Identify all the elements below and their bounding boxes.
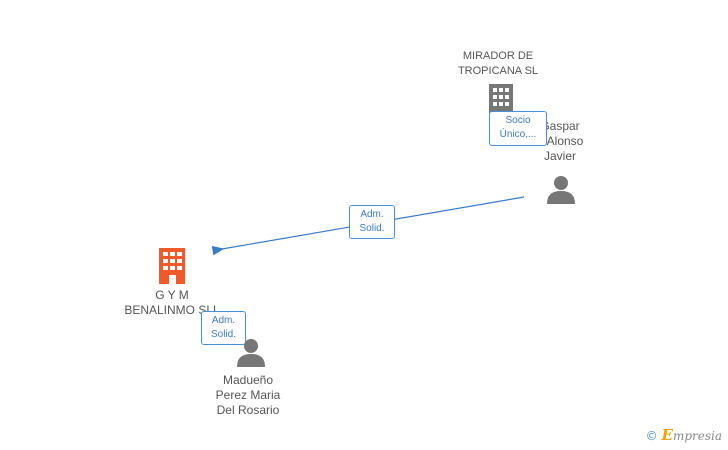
- edge-socio-line1: Socio: [505, 115, 531, 126]
- edge-adm1-line2: Solid.: [359, 223, 385, 234]
- edge-socio-line2: Único,...: [499, 129, 537, 140]
- copyright-symbol: ©: [645, 429, 658, 443]
- madueno-line3: Del Rosario: [216, 403, 280, 417]
- gym-line1: G Y M: [155, 288, 189, 302]
- edge-label-adm-2: Adm. Solid.: [201, 311, 246, 345]
- edge-label-socio: Socio Único,...: [489, 111, 547, 146]
- mirador-line1: MIRADOR DE: [462, 50, 534, 62]
- person-icon[interactable]: [546, 175, 576, 205]
- company-building-icon-main[interactable]: [157, 248, 187, 284]
- node-madueno-label: Madueño Perez Maria Del Rosario: [198, 373, 298, 418]
- madueno-line1: Madueño: [222, 373, 274, 387]
- mirador-line2: TROPICANA SL: [457, 65, 539, 77]
- madueno-line2: Perez Maria: [215, 388, 281, 402]
- edge-adm2-line2: Solid.: [210, 329, 236, 340]
- brand-rest: mpresia: [672, 429, 722, 443]
- gaspar-line1: Gaspar: [540, 119, 580, 133]
- gym-line2: BENALINMO SLL: [124, 303, 220, 317]
- edge-label-adm-1: Adm. Solid.: [349, 205, 395, 239]
- edge-adm1-line1: Adm.: [360, 209, 384, 220]
- node-gaspar-label: Gaspar ...Alonso Javier: [510, 119, 610, 164]
- brand-initial: E: [661, 426, 673, 444]
- node-mirador-label: MIRADOR DE TROPICANA SL: [438, 49, 558, 79]
- gaspar-line3: Javier: [543, 149, 576, 163]
- node-gym-label: G Y M BENALINMO SLL: [110, 288, 234, 318]
- person-icon[interactable]: [236, 338, 266, 368]
- empresia-watermark: © Empresia: [646, 426, 722, 444]
- gaspar-line2: ...Alonso: [536, 134, 584, 148]
- edge-adm2-line1: Adm.: [211, 315, 236, 326]
